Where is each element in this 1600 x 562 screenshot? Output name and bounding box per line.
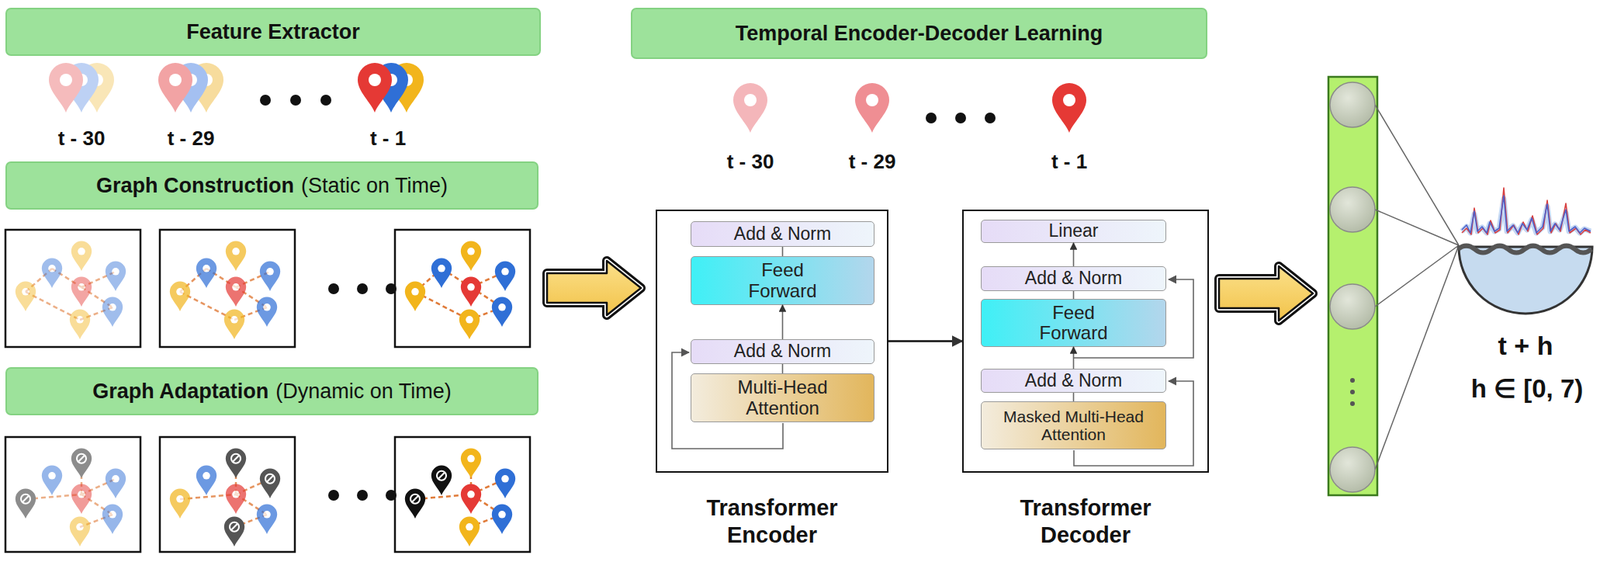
pin-cluster bbox=[158, 62, 224, 113]
map-pin bbox=[1052, 83, 1087, 133]
node-text: Graph Adaptation bbox=[92, 379, 269, 404]
time-label: t - 1 bbox=[1051, 149, 1088, 174]
node-text: Multi-Head Attention bbox=[724, 377, 842, 419]
ellipsis-dots bbox=[328, 283, 397, 295]
graph-panel bbox=[159, 436, 295, 552]
pin-cluster bbox=[357, 62, 424, 113]
graph-panel bbox=[5, 436, 141, 552]
map-pin bbox=[48, 62, 84, 113]
time-label: t - 29 bbox=[848, 149, 897, 174]
node-text: Transformer Encoder bbox=[686, 494, 858, 549]
time-label: t - 29 bbox=[167, 126, 215, 151]
wave-line bbox=[1458, 245, 1592, 253]
layer-box: Multi-Head Attention bbox=[690, 373, 875, 423]
neuron bbox=[1329, 82, 1375, 492]
time-label: t - 1 bbox=[370, 126, 406, 151]
output-layer bbox=[1328, 76, 1378, 496]
graph-panel bbox=[394, 436, 530, 552]
ellipsis-dots bbox=[925, 112, 996, 124]
map-pin bbox=[733, 83, 768, 133]
map-pin bbox=[855, 83, 890, 133]
layer-box: Add & Norm bbox=[690, 339, 875, 364]
map-pin bbox=[357, 62, 392, 113]
pin-cluster bbox=[48, 62, 115, 113]
section-banner: Temporal Encoder-Decoder Learning bbox=[630, 7, 1208, 59]
node-text: Masked Multi-Head Attention bbox=[986, 407, 1161, 444]
map-pin bbox=[158, 62, 193, 113]
node-text: Feed Forward bbox=[740, 259, 826, 302]
bowl bbox=[1458, 246, 1593, 314]
vertical-dots bbox=[1350, 377, 1355, 406]
node-text: Transformer Decoder bbox=[1000, 494, 1171, 549]
block-arrow bbox=[1219, 266, 1313, 321]
node-text: Add & Norm bbox=[1025, 268, 1123, 288]
node-text: Linear bbox=[1049, 221, 1099, 241]
graph-panel bbox=[394, 229, 530, 347]
layer-box: Feed Forward bbox=[980, 298, 1167, 347]
fan-lines bbox=[1374, 104, 1459, 470]
graph-panel bbox=[159, 229, 295, 347]
node-text: (Static on Time) bbox=[301, 173, 448, 198]
node-text: Feed Forward bbox=[1031, 302, 1117, 344]
layer-box: Linear bbox=[980, 219, 1167, 243]
section-banner: Graph Adaptation(Dynamic on Time) bbox=[5, 367, 539, 416]
encoder-block: Transformer EncoderAdd & NormFeed Forwar… bbox=[655, 209, 889, 473]
layer-box: Add & Norm bbox=[690, 221, 875, 247]
layer-box: Add & Norm bbox=[980, 368, 1167, 393]
layer-box: Add & Norm bbox=[980, 266, 1167, 291]
layer-box: Feed Forward bbox=[690, 256, 875, 305]
graph-panel bbox=[5, 229, 141, 347]
decoder-block: Transformer DecoderLinearAdd & NormFeed … bbox=[962, 209, 1209, 473]
node-text: Add & Norm bbox=[1025, 370, 1123, 391]
time-label: t + h bbox=[1498, 330, 1554, 361]
node-text: Add & Norm bbox=[734, 224, 832, 244]
section-banner: Graph Construction(Static on Time) bbox=[5, 161, 539, 210]
layer-box: Masked Multi-Head Attention bbox=[980, 401, 1167, 450]
ellipsis-dots bbox=[259, 94, 332, 106]
section-banner: Feature Extractor bbox=[5, 7, 541, 56]
node-text: Add & Norm bbox=[734, 341, 832, 361]
ellipsis-dots bbox=[328, 489, 397, 501]
time-label: t - 30 bbox=[58, 126, 106, 151]
node-text: Graph Construction bbox=[96, 173, 295, 198]
node-text: Temporal Encoder-Decoder Learning bbox=[735, 21, 1104, 46]
forecast-series bbox=[1461, 187, 1591, 235]
time-label: t - 30 bbox=[727, 149, 775, 174]
block-arrow bbox=[547, 260, 641, 316]
node-text: Feature Extractor bbox=[186, 20, 361, 45]
node-text: (Dynamic on Time) bbox=[275, 379, 452, 404]
time-label: h ∈ [0, 7) bbox=[1471, 373, 1584, 404]
connector bbox=[888, 339, 963, 343]
